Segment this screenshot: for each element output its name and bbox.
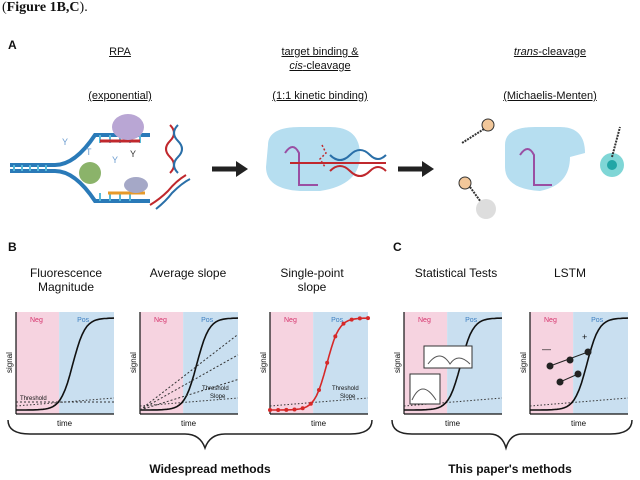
negative-curve — [403, 397, 503, 407]
data-point — [366, 316, 370, 321]
y-axis-label: signal — [519, 352, 528, 373]
polymerase-protein — [79, 162, 101, 184]
svg-text:T: T — [86, 147, 92, 157]
step2-title-line2: cis-cleavage — [289, 60, 351, 72]
x-axis-label: time — [57, 419, 73, 428]
negative-curve — [139, 397, 239, 407]
step1-title: RPA — [109, 46, 131, 58]
pos-label: Pos — [201, 317, 214, 324]
data-point — [300, 406, 305, 411]
minus-label: — — [542, 344, 551, 354]
method-title-statistical: Statistical Tests — [414, 266, 498, 280]
x-axis-label: time — [181, 419, 197, 428]
label-widespread-methods: Widespread methods — [149, 462, 271, 476]
svg-text:Y: Y — [62, 137, 68, 147]
primer-glyphs: Y Y Y T — [62, 137, 136, 165]
data-point — [341, 321, 346, 326]
negative-curve — [269, 397, 369, 407]
neg-label: Neg — [418, 317, 431, 324]
positive-curve — [140, 317, 239, 411]
neg-label: Neg — [284, 317, 297, 324]
network-edge — [549, 351, 589, 367]
positive-curve — [530, 317, 629, 411]
svg-text:Y: Y — [112, 155, 118, 165]
slope-line — [139, 354, 239, 411]
plus-label: + — [582, 332, 587, 342]
method-title-average-slope: Average slope — [149, 266, 227, 280]
recombinase-protein — [112, 114, 144, 140]
slope-label: Slope — [210, 394, 226, 400]
y-axis-label: signal — [259, 352, 268, 373]
pos-region — [59, 312, 114, 414]
data-point — [325, 360, 330, 365]
y-axis-label: signal — [5, 352, 14, 373]
workflow-illustration: Y Y Y T — [10, 114, 624, 219]
figure-caption: (Figure 1B,C). — [2, 0, 88, 15]
network-edge — [559, 373, 579, 383]
label-this-papers-methods: This paper's methods — [448, 462, 572, 476]
cas-complex — [266, 127, 387, 191]
x-axis-label: time — [311, 419, 327, 428]
pos-label: Pos — [465, 317, 478, 324]
y-axis-label: signal — [129, 352, 138, 373]
neg-region — [270, 312, 314, 414]
threshold-label: Threshold — [20, 396, 47, 402]
inset-distribution-box — [423, 345, 473, 369]
neg-label: Neg — [544, 317, 557, 324]
panel-label-c: C — [393, 240, 402, 254]
step2-subtitle: (1:1 kinetic binding) — [272, 90, 368, 102]
data-point — [357, 316, 362, 321]
data-point — [317, 387, 321, 392]
distribution-curve — [411, 388, 437, 401]
panel-label-b: B — [8, 240, 17, 254]
neg-label: Neg — [154, 317, 167, 324]
positive-curve — [404, 317, 503, 411]
slope-line — [139, 334, 239, 411]
x-axis-label: time — [445, 419, 461, 428]
neg-region — [140, 312, 184, 414]
svg-text:Y: Y — [130, 149, 136, 159]
threshold-label: Threshold — [332, 386, 359, 392]
rpa-dna-fork — [10, 133, 150, 203]
data-point — [268, 407, 272, 412]
brace-this-paper — [391, 419, 633, 451]
threshold-label: Threshold — [202, 386, 229, 392]
pos-region — [183, 312, 238, 414]
pos-label: Pos — [331, 317, 344, 324]
data-point — [333, 334, 338, 339]
pos-region — [573, 312, 628, 414]
x-axis-label: time — [571, 419, 587, 428]
data-point — [308, 401, 313, 406]
neg-region — [16, 312, 60, 414]
ssb-protein — [124, 177, 148, 193]
distribution-curve — [427, 355, 471, 365]
grouping-braces — [7, 419, 633, 451]
brace-widespread — [7, 419, 373, 451]
amplified-dna — [149, 124, 191, 210]
y-axis-label: signal — [393, 352, 402, 373]
data-point — [349, 317, 354, 322]
step3-subtitle: (Michaelis-Menten) — [503, 90, 597, 102]
step3-title: trans-cleavage — [513, 46, 587, 58]
step1-subtitle: (exponential) — [88, 90, 152, 102]
neg-label: Neg — [30, 317, 43, 324]
panel-label-a: A — [8, 38, 17, 52]
pos-region — [313, 312, 368, 414]
trans-cleavage-complex — [458, 118, 624, 219]
slope-line — [139, 379, 239, 411]
slope-label: Slope — [340, 394, 356, 400]
pos-label: Pos — [77, 317, 90, 324]
negative-curve — [529, 397, 629, 407]
pos-label: Pos — [591, 317, 604, 324]
positive-curve — [16, 317, 115, 411]
step2-title-line1: target binding & — [281, 46, 359, 58]
data-point — [284, 407, 289, 412]
data-point — [276, 407, 281, 412]
data-point — [292, 407, 297, 412]
method-title-lstm: LSTM — [553, 266, 586, 280]
